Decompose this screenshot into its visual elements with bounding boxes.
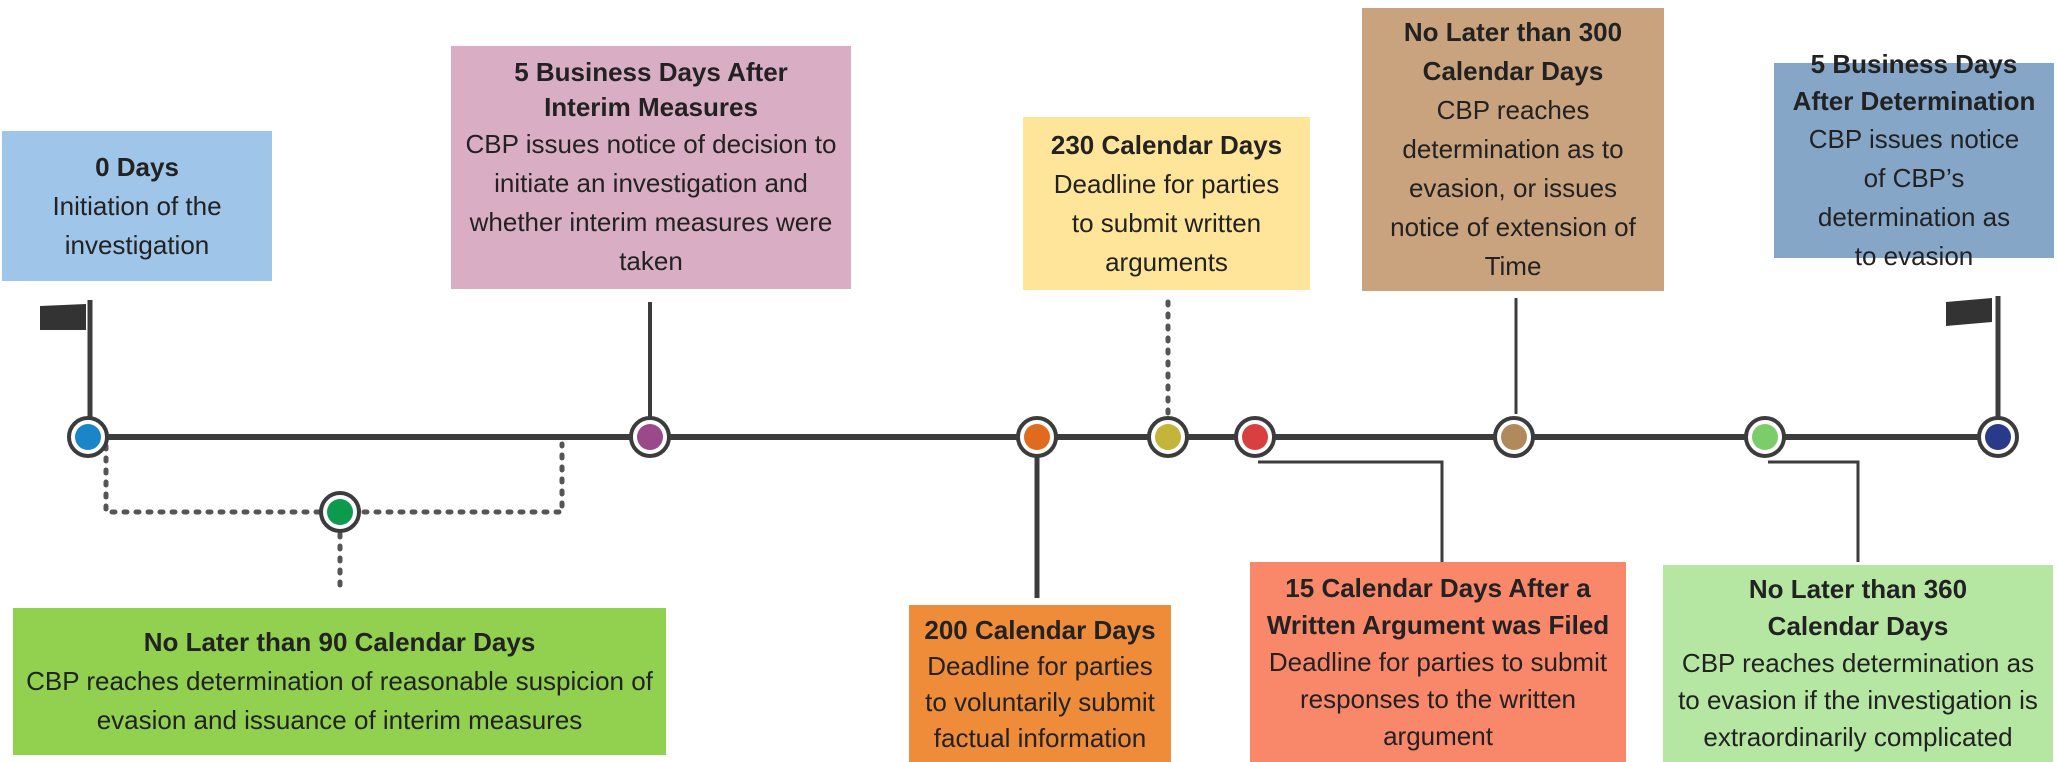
start-flag-icon [40, 300, 93, 420]
milestone-dot-e360 [1744, 416, 1786, 458]
event-box-15-days-after-argument: 15 Calendar Days After a Written Argumen… [1250, 562, 1626, 762]
milestone-dot-e5a [629, 416, 671, 458]
milestone-dot-e15 [1234, 416, 1276, 458]
event-description: Deadline for parties to submit responses… [1268, 646, 1608, 751]
milestone-dot-e90 [319, 491, 361, 533]
event-title: No Later than 300 Calendar Days [1403, 17, 1623, 86]
event-title: 200 Calendar Days [924, 614, 1156, 645]
event-box-200-days: 200 Calendar Days Deadline for parties t… [909, 605, 1171, 762]
event-description: Initiation of the investigation [52, 190, 222, 260]
event-description: CBP reaches determination as to evasion,… [1390, 95, 1636, 281]
connector-e15 [1258, 460, 1444, 562]
event-title: No Later than 90 Calendar Days [143, 627, 536, 657]
event-box-0-days: 0 Days Initiation of the investigation [2, 131, 272, 281]
connector-e360 [1768, 460, 1860, 562]
milestone-dot-e0 [67, 416, 109, 458]
event-title: 5 Business Days After Interim Measures [514, 56, 788, 122]
event-description: CBP reaches determination as to evasion … [1678, 648, 2038, 752]
event-box-5-business-days-determination: 5 Business Days After Determination CBP … [1774, 49, 2054, 271]
end-flag-icon [1946, 296, 2001, 420]
event-box-230-days: 230 Calendar Days Deadline for parties t… [1023, 117, 1310, 290]
milestone-dot-e5d [1977, 416, 2019, 458]
event-box-300-days: No Later than 300 Calendar Days CBP reac… [1362, 8, 1664, 291]
event-title: 15 Calendar Days After a Written Argumen… [1266, 572, 1610, 640]
event-box-360-days: No Later than 360 Calendar Days CBP reac… [1663, 565, 2053, 762]
event-title: No Later than 360 Calendar Days [1748, 574, 1968, 641]
milestone-dot-e230 [1147, 416, 1189, 458]
event-description: CBP reaches determination of reasonable … [26, 666, 653, 735]
event-description: Deadline for parties to voluntarily subm… [925, 650, 1155, 753]
milestone-dot-e300 [1493, 416, 1535, 458]
event-title: 230 Calendar Days [1050, 129, 1283, 160]
event-title: 0 Days [95, 151, 179, 182]
milestone-dot-e200 [1016, 416, 1058, 458]
event-box-90-days: No Later than 90 Calendar Days CBP reach… [13, 608, 666, 755]
connector-e90-bracket [103, 441, 565, 515]
event-description: CBP issues notice of decision to initiat… [465, 128, 837, 276]
event-description: CBP issues notice of CBP’s determination… [1808, 123, 2020, 271]
event-description: Deadline for parties to submit written a… [1053, 168, 1280, 277]
event-box-5-business-days-interim: 5 Business Days After Interim Measures C… [451, 46, 851, 289]
event-title: 5 Business Days After Determination [1792, 48, 2036, 116]
